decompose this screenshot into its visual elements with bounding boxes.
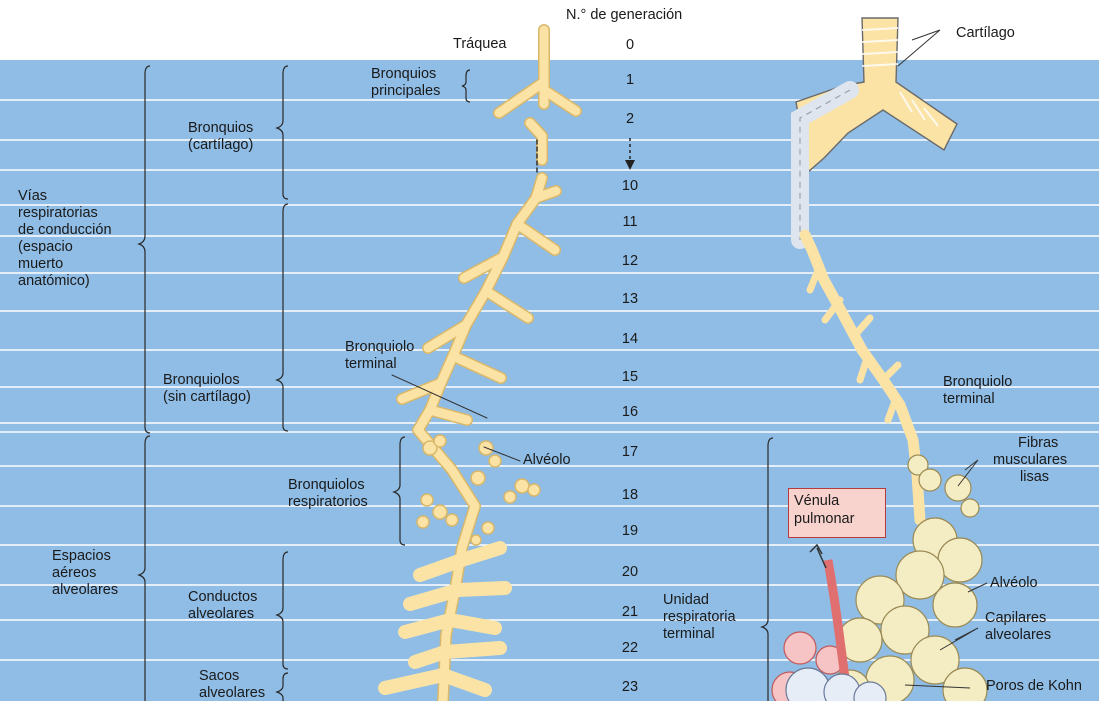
generation-number: 18 [610,487,650,503]
alveolar-sacs-label: Sacos [199,668,239,685]
pulmonary-venule-label: pulmonar [794,510,880,528]
right-terminal-bronchiole-label: Bronquiolo [943,374,1012,391]
terminal-unit-label: respiratoria [663,609,736,626]
generation-number: 0 [610,37,650,53]
pores-of-kohn-label: Poros de Kohn [986,678,1082,695]
right-terminal-bronchiole-label: terminal [943,391,995,408]
alveolus-right-label: Alvéolo [990,575,1038,592]
terminal-bronchiole-label: terminal [345,356,397,373]
generation-number: 14 [610,331,650,347]
capillaries-label: alveolares [985,627,1051,644]
smooth-muscle-label: Fibras [1018,435,1058,452]
cartilage-label: Cartílago [956,25,1015,42]
bronchi-label: Bronquios [188,120,253,137]
generation-number: 21 [610,604,650,620]
smooth-muscle-label: musculares [993,452,1067,469]
conduction-zone-label: Vías [18,188,47,205]
pulmonary-venule-box: Vénula pulmonar [788,488,886,538]
generation-number: 11 [610,214,650,230]
generation-number: 22 [610,640,650,656]
generation-number: 23 [610,679,650,695]
conduction-zone-label: respiratorias [18,205,98,222]
bronchioles-label: (sin cartílago) [163,389,251,406]
generation-number: 13 [610,291,650,307]
main-bronchi-label: Bronquios [371,66,436,83]
generation-number: 2 [610,111,650,127]
generation-number: 12 [610,253,650,269]
alveolar-ducts-label: Conductos [188,589,257,606]
generation-number: 17 [610,444,650,460]
alveolus-tree-label: Alvéolo [523,452,571,469]
bronchioles-label: Bronquiolos [163,372,240,389]
alveolar-sacs-label: alveolares [199,685,265,701]
generation-number: 10 [610,178,650,194]
generation-number: 15 [610,369,650,385]
generation-number: 1 [610,72,650,88]
conduction-zone-label: anatómico) [18,273,90,290]
capillaries-label: Capilares [985,610,1046,627]
terminal-unit-label: Unidad [663,592,709,609]
generation-header: N.° de generación [566,7,682,24]
main-bronchi-label: principales [371,83,440,100]
alveolar-ducts-label: alveolares [188,606,254,623]
bronchi-label: (cartílago) [188,137,253,154]
generation-number: 20 [610,564,650,580]
terminal-unit-label: terminal [663,626,715,643]
conduction-zone-label: (espacio [18,239,73,256]
resp-bronchioles-label: Bronquiolos [288,477,365,494]
conduction-zone-label: muerto [18,256,63,273]
conduction-zone-label: de conducción [18,222,112,239]
trachea-label: Tráquea [453,36,506,53]
pulmonary-venule-label: Vénula [794,492,880,510]
generation-number: 16 [610,404,650,420]
generation-number: 19 [610,523,650,539]
alveolar-zone-label: Espacios [52,548,111,565]
resp-bronchioles-label: respiratorios [288,494,368,511]
terminal-bronchiole-label: Bronquiolo [345,339,414,356]
alveolar-zone-label: alveolares [52,582,118,599]
alveolar-zone-label: aéreos [52,565,96,582]
smooth-muscle-label: lisas [1020,469,1049,486]
